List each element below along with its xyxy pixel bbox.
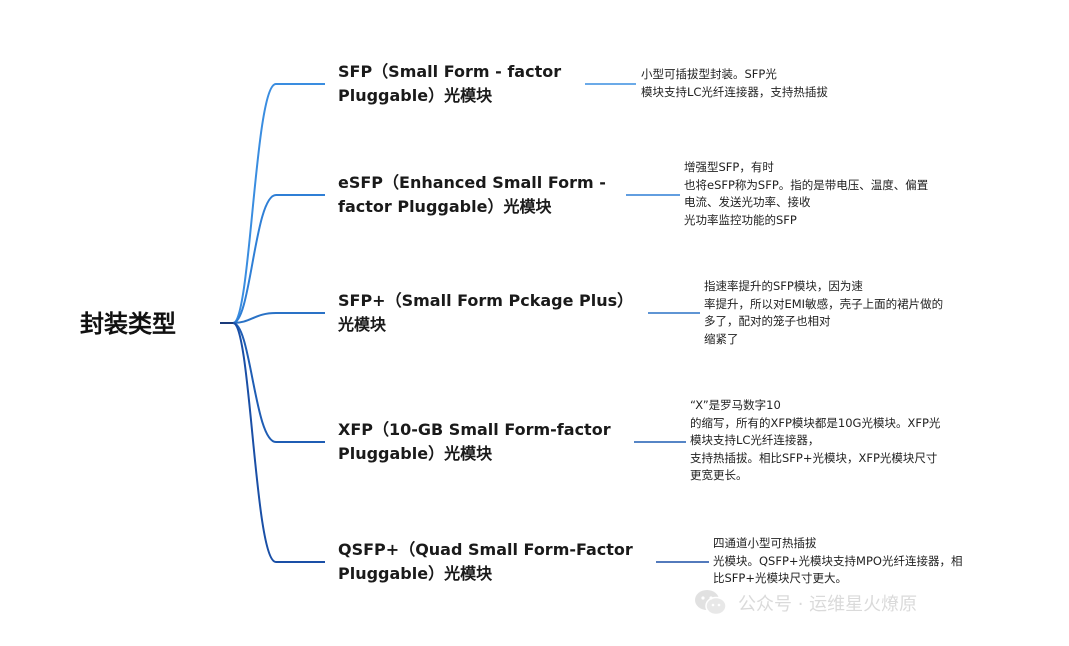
desc-line: 多了，配对的笼子也相对	[704, 314, 831, 328]
branch-title-line: QSFP+（Quad Small Form-Factor	[338, 540, 633, 559]
desc-line: 光功率监控功能的SFP	[684, 212, 797, 227]
branch-title-line: Pluggable）光模块	[338, 444, 493, 463]
watermark-text: 公众号 · 运维星火燎原	[738, 594, 918, 615]
branch-title-line: SFP（Small Form - factor	[338, 62, 562, 81]
desc-qsfp-plus[interactable]: 四通道小型可热插拔 光模块。QSFP+光模块支持MPO光纤连接器，相 比SFP+…	[713, 535, 962, 588]
branch-title-line: 光模块	[338, 315, 387, 334]
branch-title-line: Pluggable）光模块	[338, 86, 493, 105]
branch-connector	[232, 322, 325, 563]
branch-title-esfp[interactable]: eSFP（Enhanced Small Form - factor Plugga…	[338, 171, 606, 219]
branch-title-line: XFP（10-GB Small Form-factor	[338, 420, 611, 439]
desc-line: 也将eSFP称为SFP。指的是带电压、温度、偏置	[684, 177, 929, 192]
branch-title-line: eSFP（Enhanced Small Form -	[338, 173, 606, 192]
desc-line: 模块支持LC光纤连接器，支持热插拔	[641, 84, 828, 99]
branch-title-line: SFP+（Small Form Pckage Plus）	[338, 291, 634, 310]
branch-connector	[232, 83, 325, 324]
branch-title-line: Pluggable）光模块	[338, 564, 493, 583]
desc-line: 支持热插拔。相比SFP+光模块，XFP光模块尺寸	[690, 450, 938, 465]
desc-line: 更宽更长。	[690, 468, 748, 482]
desc-line: 电流、发送光功率、接收	[684, 195, 811, 209]
branch-connector	[232, 194, 325, 324]
desc-line: “X”是罗马数字10	[690, 398, 781, 412]
desc-line: 的缩写，所有的XFP模块都是10G光模块。XFP光	[690, 415, 941, 430]
wechat-icon	[695, 590, 727, 616]
branch-connector	[232, 322, 325, 443]
root-topic[interactable]: 封装类型	[80, 310, 176, 338]
desc-line: 缩紧了	[704, 331, 739, 346]
desc-line: 模块支持LC光纤连接器，	[690, 433, 820, 447]
desc-line: 四通道小型可热插拔	[713, 536, 817, 550]
branch-title-line: factor Pluggable）光模块	[338, 197, 552, 216]
desc-esfp[interactable]: 增强型SFP，有时 也将eSFP称为SFP。指的是带电压、温度、偏置 电流、发送…	[684, 159, 928, 229]
desc-line: 增强型SFP，有时	[684, 160, 774, 174]
branch-connector	[232, 312, 325, 324]
branch-title-xfp[interactable]: XFP（10-GB Small Form-factor Pluggable）光模…	[338, 418, 611, 466]
desc-line: 比SFP+光模块尺寸更大。	[713, 571, 847, 585]
desc-line: 指速率提升的SFP模块，因为速	[704, 279, 863, 293]
desc-line: 率提升，所以对EMI敏感，壳子上面的裙片做的	[704, 296, 944, 311]
desc-xfp[interactable]: “X”是罗马数字10 的缩写，所有的XFP模块都是10G光模块。XFP光 模块支…	[690, 397, 940, 485]
desc-line: 光模块。QSFP+光模块支持MPO光纤连接器，相	[713, 553, 963, 568]
desc-line: 小型可插拔型封装。SFP光	[641, 67, 777, 81]
branch-title-sfp-plus[interactable]: SFP+（Small Form Pckage Plus） 光模块	[338, 289, 633, 337]
watermark: 公众号 · 运维星火燎原	[694, 586, 917, 620]
desc-sfp[interactable]: 小型可插拔型封装。SFP光 模块支持LC光纤连接器，支持热插拔	[641, 66, 828, 101]
branch-title-sfp[interactable]: SFP（Small Form - factor Pluggable）光模块	[338, 60, 561, 108]
branch-title-qsfp-plus[interactable]: QSFP+（Quad Small Form-Factor Pluggable）光…	[338, 538, 633, 586]
desc-sfp-plus[interactable]: 指速率提升的SFP模块，因为速 率提升，所以对EMI敏感，壳子上面的裙片做的 多…	[704, 278, 943, 348]
